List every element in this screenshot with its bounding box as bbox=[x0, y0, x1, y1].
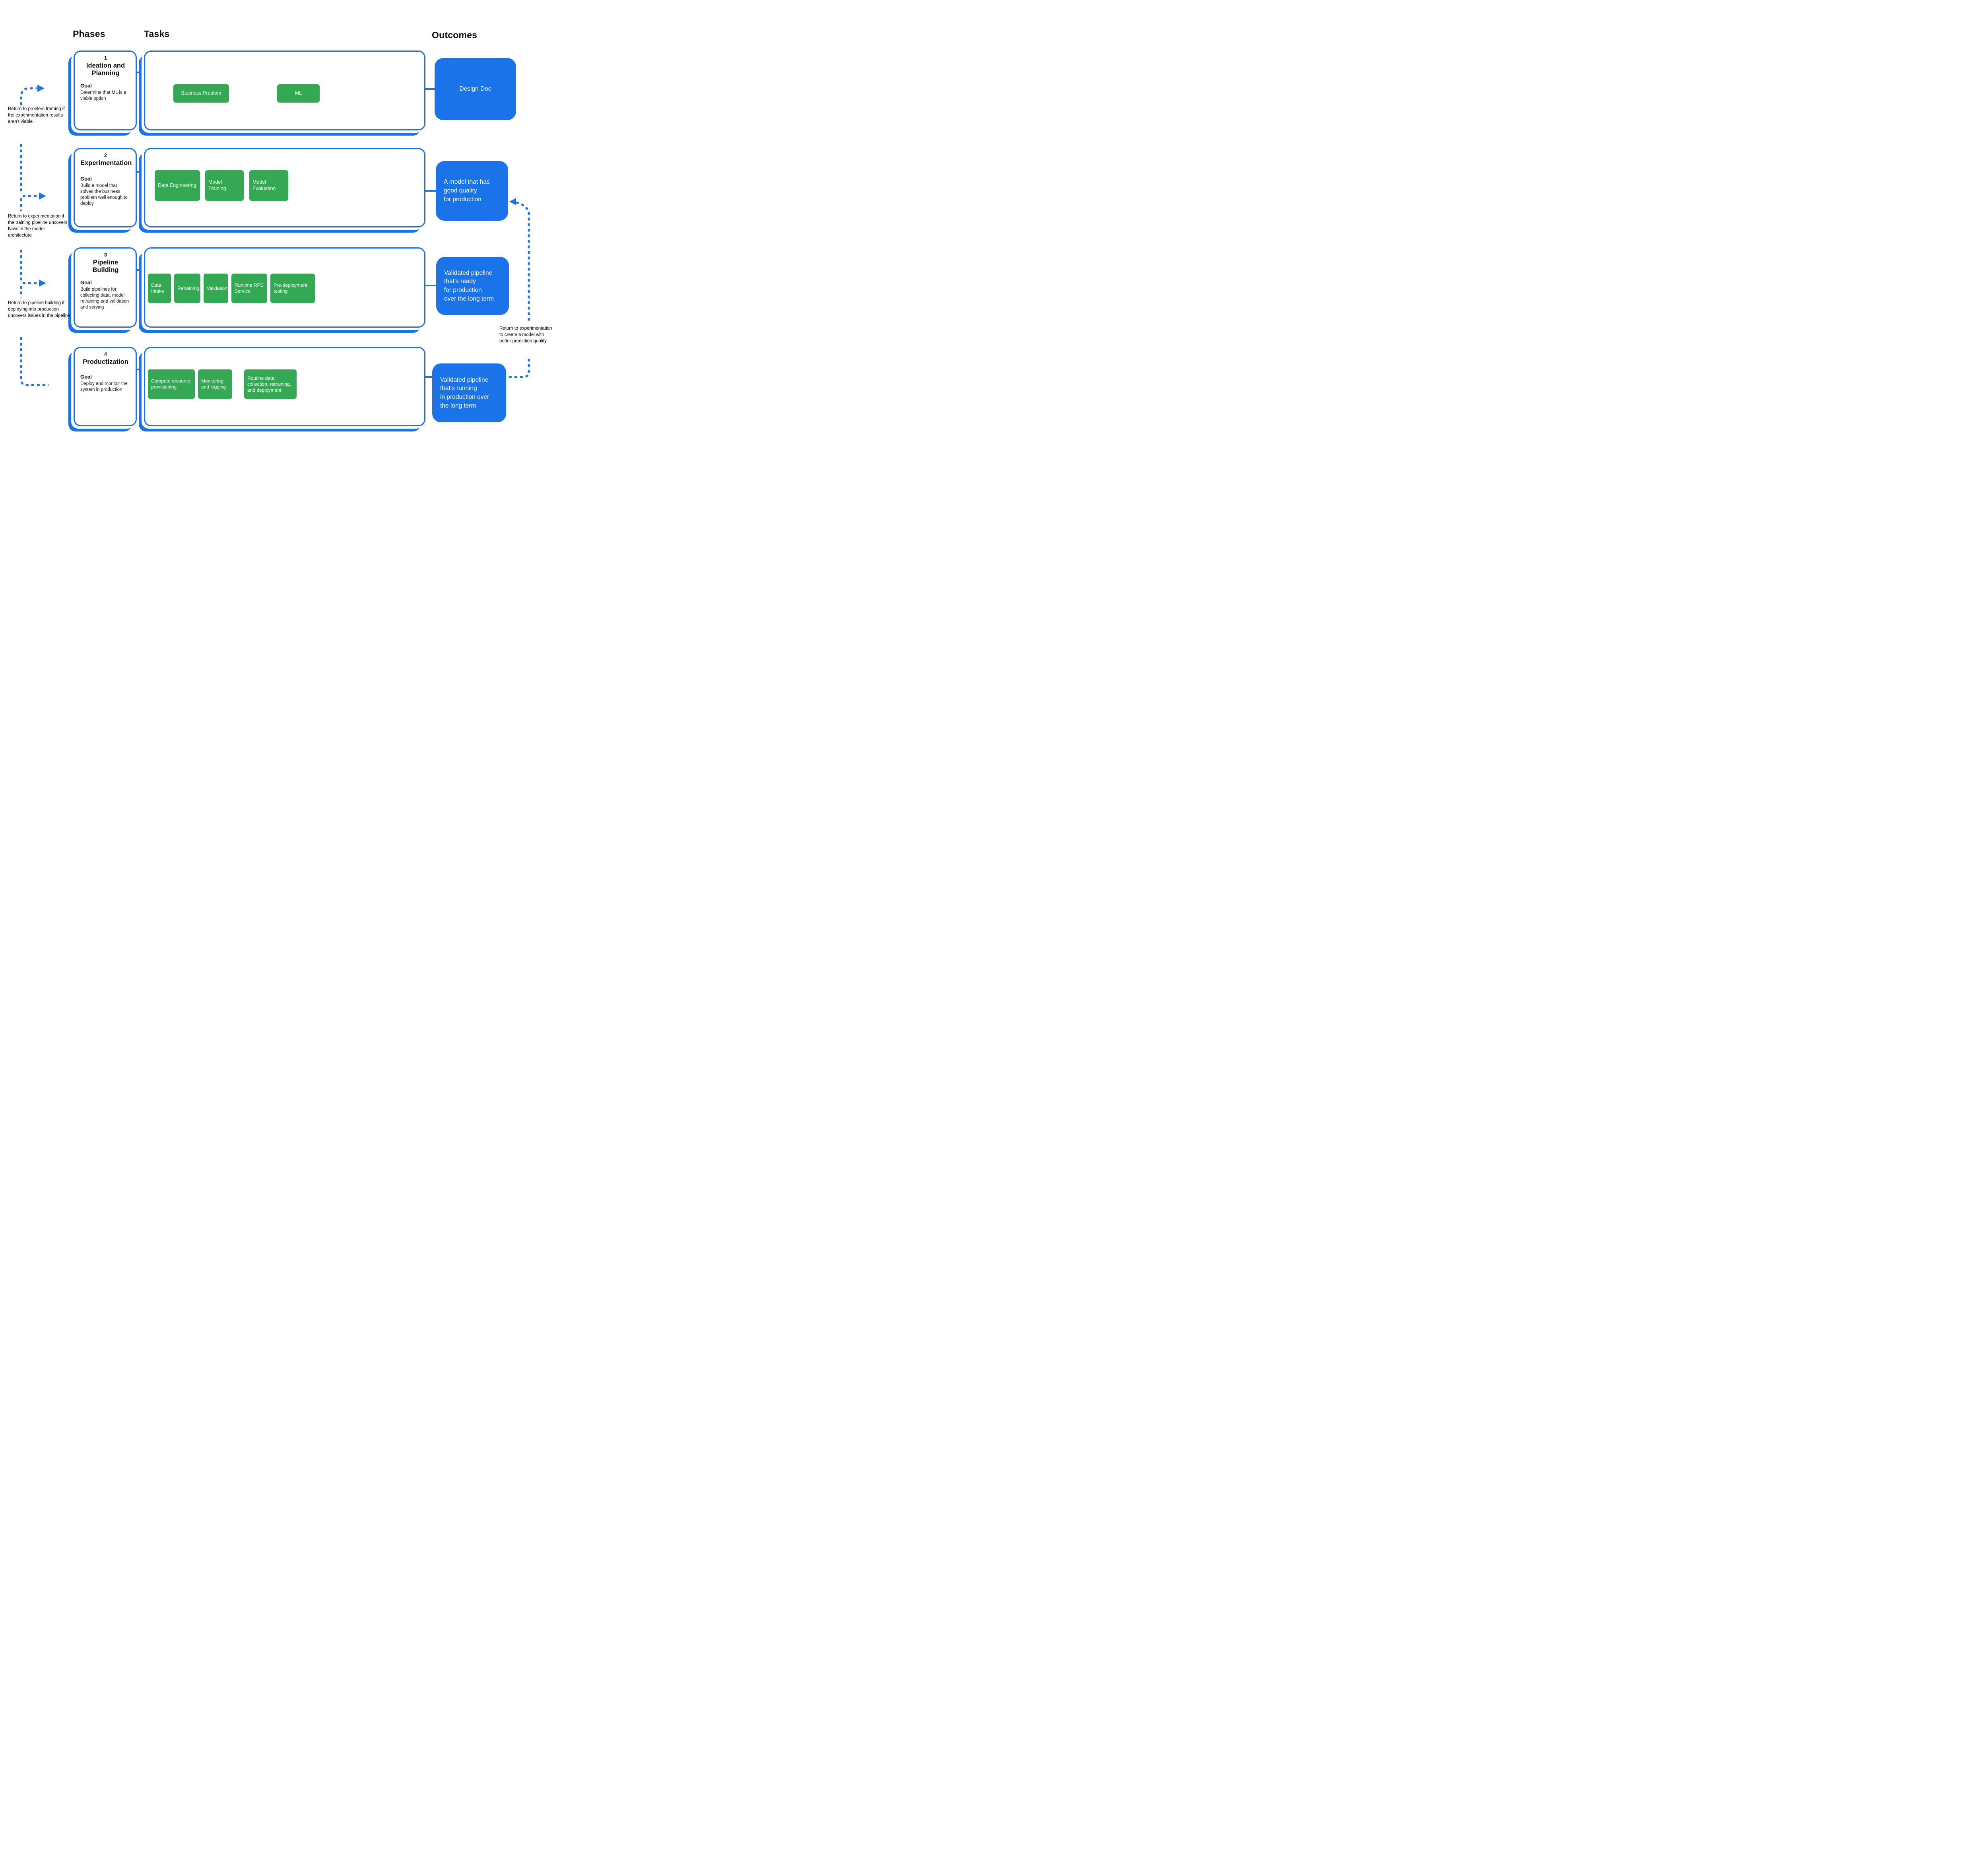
phase-number: 4 bbox=[104, 352, 107, 357]
phase-card-ideation-planning: 1 Ideation and Planning Goal Determine t… bbox=[74, 51, 137, 130]
phase-number: 2 bbox=[104, 153, 107, 158]
left-feedback-arrowheads bbox=[37, 85, 46, 287]
task-model-evaluation: Model Evaluation bbox=[249, 170, 288, 201]
goal-label: Goal bbox=[80, 373, 92, 380]
phase-title: Productization bbox=[83, 358, 128, 365]
phase-number: 1 bbox=[104, 55, 107, 61]
outcome-validated-pipeline-running: Validated pipeline that’s running in pro… bbox=[432, 363, 506, 422]
goal-label: Goal bbox=[80, 279, 92, 286]
outcome-validated-pipeline-ready: Validated pipeline that’s ready for prod… bbox=[436, 257, 509, 315]
goal-text: Build a model that solves the business p… bbox=[80, 183, 128, 206]
column-header-outcomes: Outcomes bbox=[432, 30, 478, 40]
column-header-tasks: Tasks bbox=[144, 29, 170, 39]
task-retraining: Retraining bbox=[174, 274, 200, 303]
goal-label: Goal bbox=[80, 175, 92, 182]
task-connectors bbox=[171, 93, 277, 385]
right-feedback-dotted-path bbox=[507, 201, 530, 378]
task-validation: Validation bbox=[204, 274, 228, 303]
task-pre-deployment-testing: Pre-deployment testing bbox=[270, 274, 315, 303]
goal-text: Deploy and monitor the system in product… bbox=[80, 381, 128, 392]
outcome-design-doc: Design Doc bbox=[435, 58, 516, 120]
task-monitoring-logging: Monitoring and logging bbox=[198, 369, 232, 399]
phase-title: Pipeline Building bbox=[92, 259, 119, 274]
phase-card-experimentation: 2 Experimentation Goal Build a model tha… bbox=[74, 148, 137, 227]
task-data-engineering: Data Engineering bbox=[155, 170, 200, 201]
task-model-training: Model Training bbox=[205, 170, 244, 201]
phase-number: 3 bbox=[104, 252, 107, 258]
left-feedback-dotted-path bbox=[20, 87, 49, 386]
goal-label: Goal bbox=[80, 82, 92, 89]
phase-card-productization: 4 Productization Goal Deploy and monitor… bbox=[74, 347, 137, 426]
ml-workflow-diagram: Phases Tasks Outcomes 1 Ideation and Pla… bbox=[0, 0, 564, 465]
task-data-intake: Data Intake bbox=[148, 274, 171, 303]
task-business-problem: Business Problem bbox=[173, 84, 229, 103]
outcome-model-good-quality: A model that has good quality for produc… bbox=[436, 161, 508, 221]
note-return-to-experimentation: Return to experimentation if the trainin… bbox=[8, 214, 68, 238]
phase-title: Experimentation bbox=[80, 159, 132, 167]
phase-card-pipeline-building: 3 Pipeline Building Goal Build pipelines… bbox=[74, 247, 137, 328]
note-return-to-experimentation-quality: Return to experimentation to create a mo… bbox=[499, 325, 555, 345]
phase-title: Ideation and Planning bbox=[86, 62, 125, 77]
task-runtime-rpc-service: Runtime RPC Service bbox=[231, 274, 267, 303]
phase-task-connectors bbox=[137, 72, 437, 378]
note-return-to-problem-framing: Return to problem framing if the experim… bbox=[8, 107, 65, 124]
task-compute-resource-provisioning: Compute resource provisioning bbox=[148, 369, 195, 399]
task-ml: ML bbox=[277, 84, 320, 103]
right-feedback-arrowhead bbox=[509, 198, 516, 205]
goal-text: Build pipelines for collecting data, mod… bbox=[80, 287, 129, 310]
task-routine-data-collection: Routine data collection, retraining, and… bbox=[244, 369, 297, 399]
column-header-phases: Phases bbox=[73, 29, 105, 39]
note-return-to-pipeline-building: Return to pipeline building if deploying… bbox=[8, 301, 70, 319]
goal-text: Determine that ML is a viable option bbox=[80, 90, 126, 101]
